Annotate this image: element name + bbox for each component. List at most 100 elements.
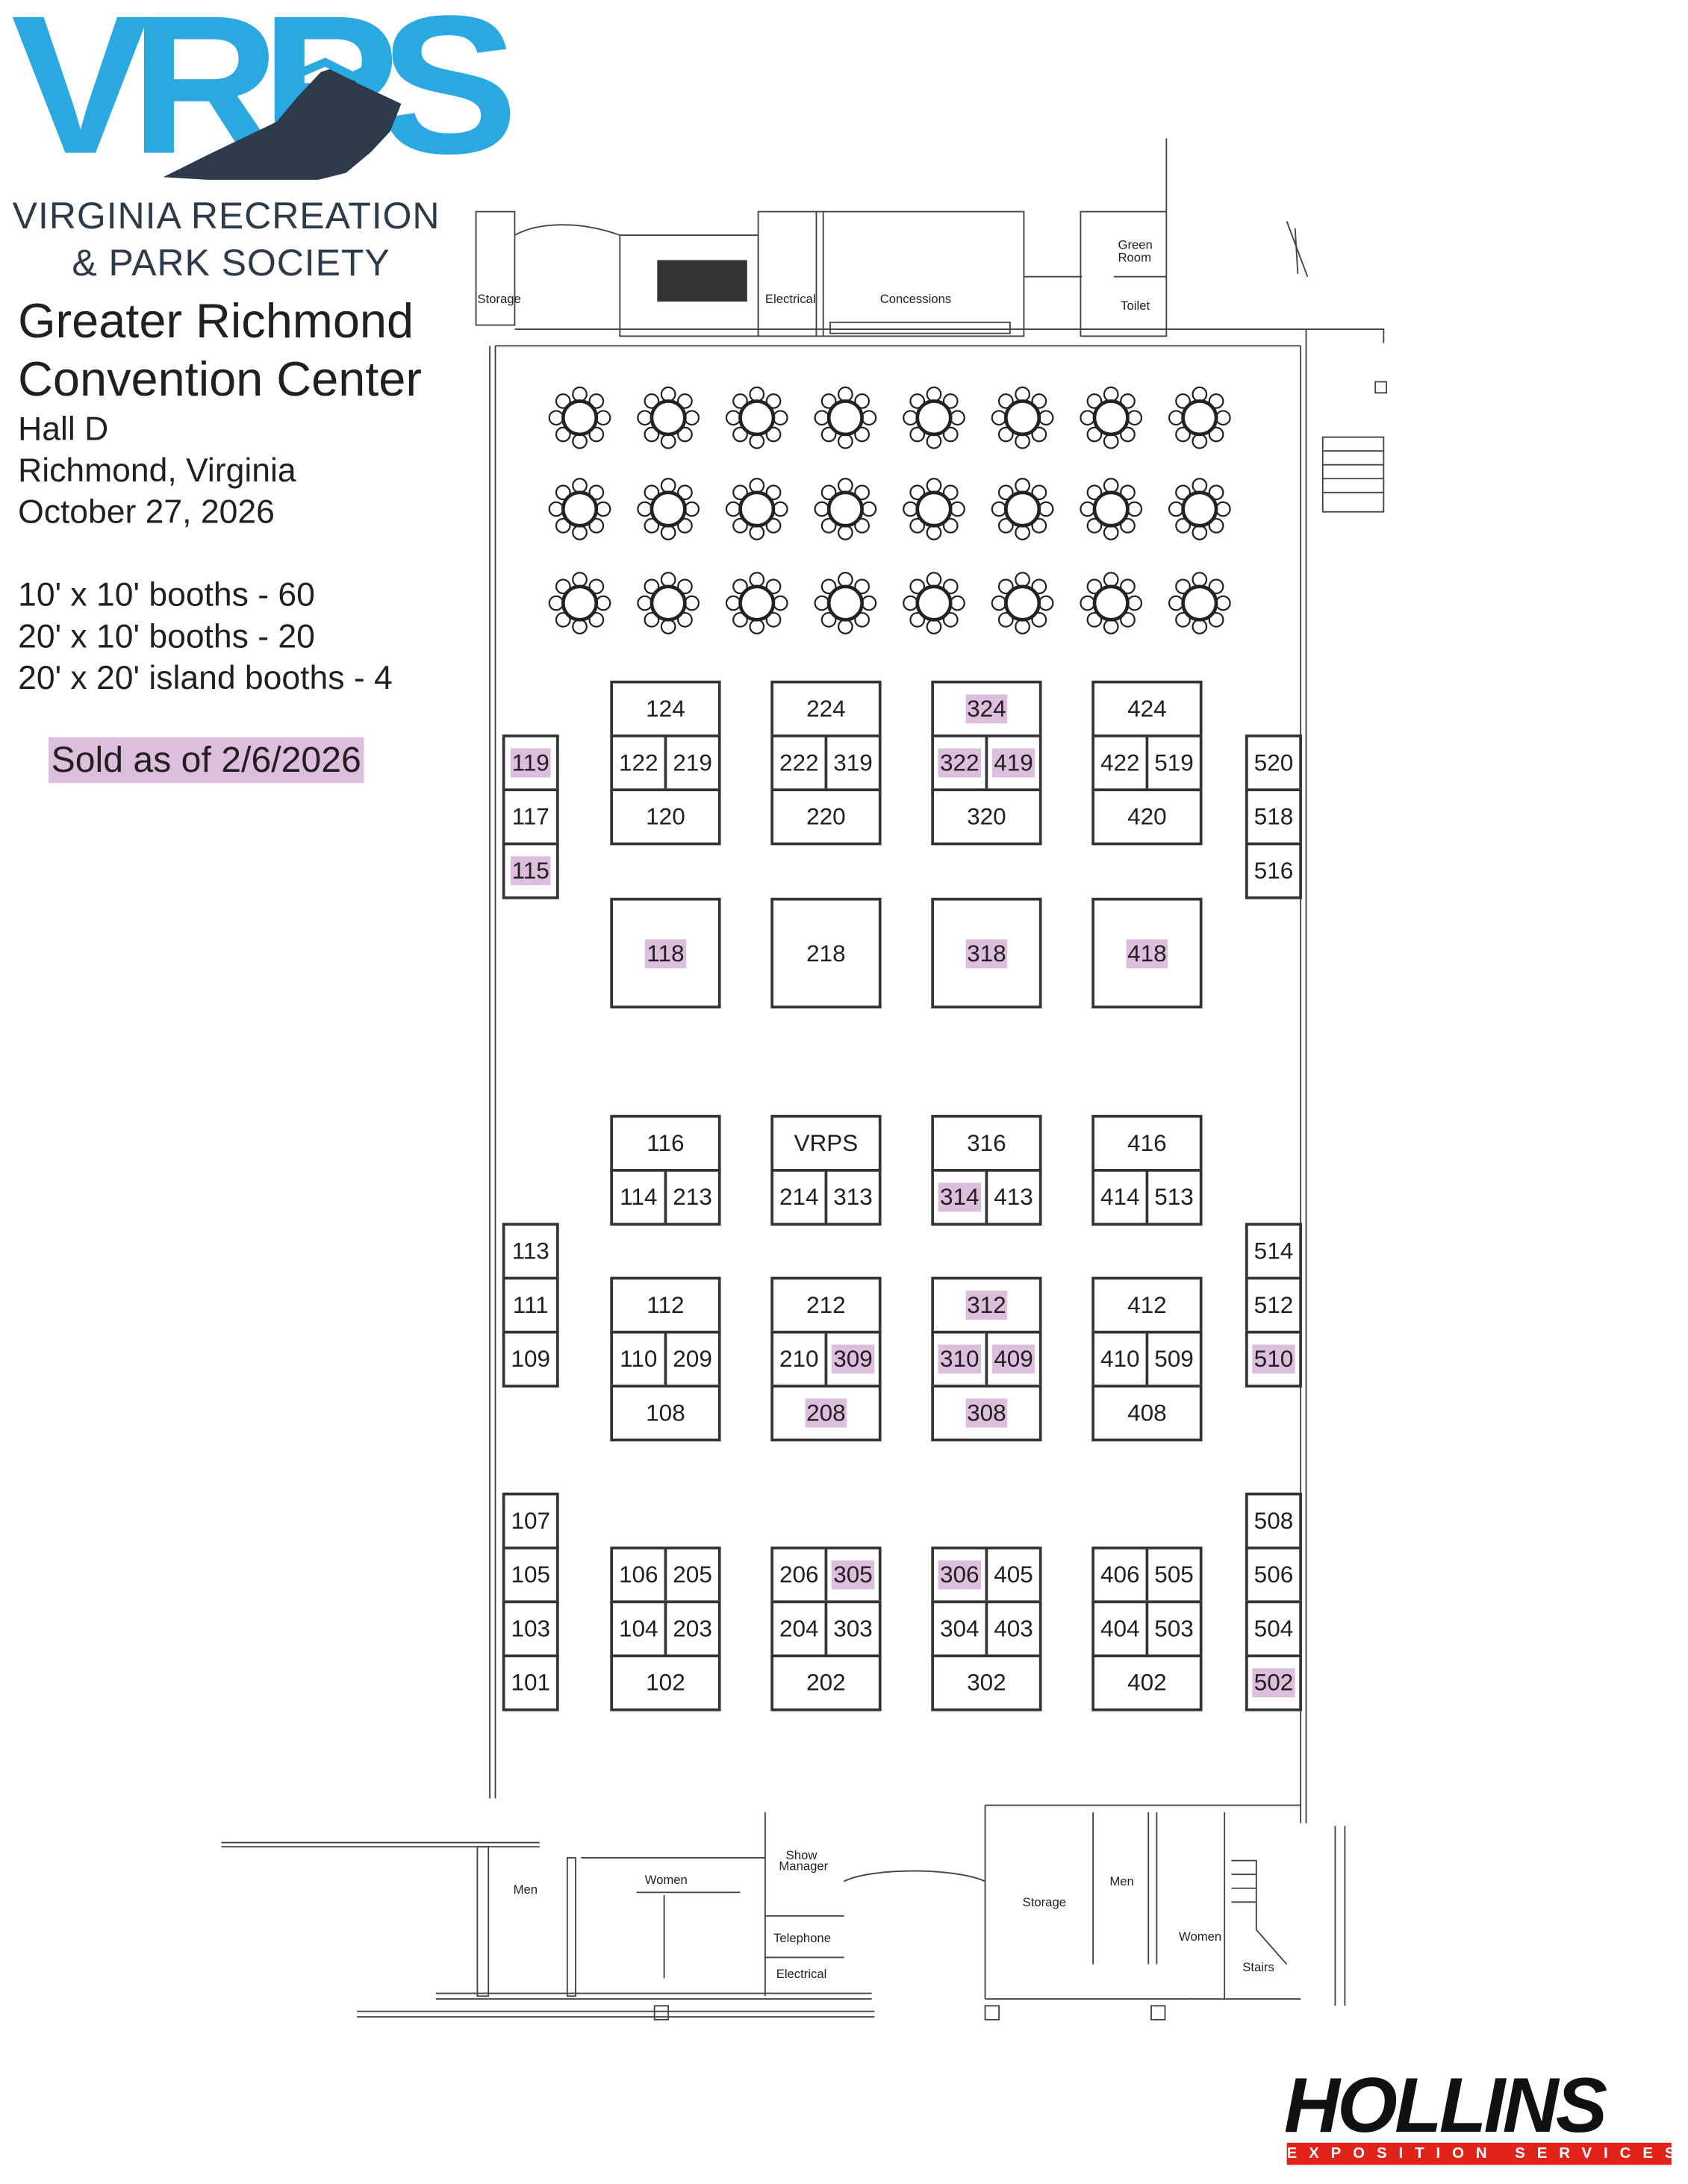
booth-424[interactable]: 424 bbox=[1091, 680, 1203, 737]
booth-416[interactable]: 416 bbox=[1091, 1114, 1203, 1172]
booth-205[interactable]: 205 bbox=[664, 1546, 721, 1603]
booth-210[interactable]: 210 bbox=[770, 1330, 828, 1388]
booth-308[interactable]: 308 bbox=[931, 1385, 1042, 1442]
booth-419[interactable]: 419 bbox=[985, 734, 1042, 792]
booth-518[interactable]: 518 bbox=[1245, 788, 1302, 846]
booth-103[interactable]: 103 bbox=[502, 1600, 559, 1658]
booth-302[interactable]: 302 bbox=[931, 1654, 1042, 1712]
chair bbox=[854, 426, 871, 443]
chair bbox=[837, 433, 853, 449]
booth-105[interactable]: 105 bbox=[502, 1546, 559, 1603]
booth-305[interactable]: 305 bbox=[824, 1546, 882, 1603]
booth-116[interactable]: 116 bbox=[610, 1114, 721, 1172]
booth-111[interactable]: 111 bbox=[502, 1276, 559, 1334]
booth-119[interactable]: 119 bbox=[502, 734, 559, 792]
booth-520[interactable]: 520 bbox=[1245, 734, 1302, 792]
booth-513[interactable]: 513 bbox=[1145, 1169, 1203, 1226]
booth-504[interactable]: 504 bbox=[1245, 1600, 1302, 1658]
booth-406[interactable]: 406 bbox=[1091, 1546, 1149, 1603]
booth-220[interactable]: 220 bbox=[770, 788, 882, 846]
booth-316[interactable]: 316 bbox=[931, 1114, 1042, 1172]
chair bbox=[1031, 611, 1047, 628]
booth-413[interactable]: 413 bbox=[985, 1169, 1042, 1226]
booth-408[interactable]: 408 bbox=[1091, 1385, 1203, 1442]
table-top bbox=[915, 490, 953, 528]
booth-516[interactable]: 516 bbox=[1245, 842, 1302, 899]
booth-104[interactable]: 104 bbox=[610, 1600, 667, 1658]
booth-208[interactable]: 208 bbox=[770, 1385, 882, 1442]
booth-101[interactable]: 101 bbox=[502, 1654, 559, 1712]
chair bbox=[555, 517, 571, 534]
booth-304[interactable]: 304 bbox=[931, 1600, 988, 1658]
booth-414[interactable]: 414 bbox=[1091, 1169, 1149, 1226]
booth-number: 101 bbox=[511, 1669, 551, 1697]
booth-219[interactable]: 219 bbox=[664, 734, 721, 792]
booth-405[interactable]: 405 bbox=[985, 1546, 1042, 1603]
booth-204[interactable]: 204 bbox=[770, 1600, 828, 1658]
booth-115[interactable]: 115 bbox=[502, 842, 559, 899]
booth-212[interactable]: 212 bbox=[770, 1276, 882, 1334]
booth-108[interactable]: 108 bbox=[610, 1385, 721, 1442]
booth-218[interactable]: 218 bbox=[770, 897, 882, 1009]
booth-303[interactable]: 303 bbox=[824, 1600, 882, 1658]
booth-312[interactable]: 312 bbox=[931, 1276, 1042, 1334]
booth-310[interactable]: 310 bbox=[931, 1330, 988, 1388]
booth-324[interactable]: 324 bbox=[931, 680, 1042, 737]
booth-222[interactable]: 222 bbox=[770, 734, 828, 792]
booth-514[interactable]: 514 bbox=[1245, 1223, 1302, 1280]
booth-422[interactable]: 422 bbox=[1091, 734, 1149, 792]
booth-224[interactable]: 224 bbox=[770, 680, 882, 737]
booth-206[interactable]: 206 bbox=[770, 1546, 828, 1603]
booth-402[interactable]: 402 bbox=[1091, 1654, 1203, 1712]
booth-409[interactable]: 409 bbox=[985, 1330, 1042, 1388]
booth-112[interactable]: 112 bbox=[610, 1276, 721, 1334]
booth-114[interactable]: 114 bbox=[610, 1169, 667, 1226]
booth-309[interactable]: 309 bbox=[824, 1330, 882, 1388]
booth-122[interactable]: 122 bbox=[610, 734, 667, 792]
booth-107[interactable]: 107 bbox=[502, 1492, 559, 1550]
booth-102[interactable]: 102 bbox=[610, 1654, 721, 1712]
booth-503[interactable]: 503 bbox=[1145, 1600, 1203, 1658]
booth-319[interactable]: 319 bbox=[824, 734, 882, 792]
booth-vrps[interactable]: VRPS bbox=[770, 1114, 882, 1172]
booth-209[interactable]: 209 bbox=[664, 1330, 721, 1388]
booth-320[interactable]: 320 bbox=[931, 788, 1042, 846]
sold-legend: Sold as of 2/6/2026 bbox=[48, 737, 364, 783]
booth-508[interactable]: 508 bbox=[1245, 1492, 1302, 1550]
booth-318[interactable]: 318 bbox=[931, 897, 1042, 1009]
booth-213[interactable]: 213 bbox=[664, 1169, 721, 1226]
booth-512[interactable]: 512 bbox=[1245, 1276, 1302, 1334]
booth-117[interactable]: 117 bbox=[502, 788, 559, 846]
booth-214[interactable]: 214 bbox=[770, 1169, 828, 1226]
booth-519[interactable]: 519 bbox=[1145, 734, 1203, 792]
booth-502[interactable]: 502 bbox=[1245, 1654, 1302, 1712]
round-table bbox=[814, 478, 877, 540]
chair bbox=[1103, 478, 1119, 493]
booth-410[interactable]: 410 bbox=[1091, 1330, 1149, 1388]
booth-322[interactable]: 322 bbox=[931, 734, 988, 792]
chair bbox=[837, 478, 853, 493]
booth-124[interactable]: 124 bbox=[610, 680, 721, 737]
booth-113[interactable]: 113 bbox=[502, 1223, 559, 1280]
booth-106[interactable]: 106 bbox=[610, 1546, 667, 1603]
booth-109[interactable]: 109 bbox=[502, 1330, 559, 1388]
booth-number: 422 bbox=[1100, 749, 1140, 776]
booth-203[interactable]: 203 bbox=[664, 1600, 721, 1658]
booth-505[interactable]: 505 bbox=[1145, 1546, 1203, 1603]
booth-404[interactable]: 404 bbox=[1091, 1600, 1149, 1658]
booth-403[interactable]: 403 bbox=[985, 1600, 1042, 1658]
booth-509[interactable]: 509 bbox=[1145, 1330, 1203, 1388]
booth-120[interactable]: 120 bbox=[610, 788, 721, 846]
booth-506[interactable]: 506 bbox=[1245, 1546, 1302, 1603]
booth-202[interactable]: 202 bbox=[770, 1654, 882, 1712]
booth-306[interactable]: 306 bbox=[931, 1546, 988, 1603]
booth-118[interactable]: 118 bbox=[610, 897, 721, 1009]
booth-313[interactable]: 313 bbox=[824, 1169, 882, 1226]
booth-number: 305 bbox=[832, 1560, 874, 1590]
booth-412[interactable]: 412 bbox=[1091, 1276, 1203, 1334]
booth-314[interactable]: 314 bbox=[931, 1169, 988, 1226]
booth-420[interactable]: 420 bbox=[1091, 788, 1203, 846]
booth-110[interactable]: 110 bbox=[610, 1330, 667, 1388]
booth-510[interactable]: 510 bbox=[1245, 1330, 1302, 1388]
booth-418[interactable]: 418 bbox=[1091, 897, 1203, 1009]
